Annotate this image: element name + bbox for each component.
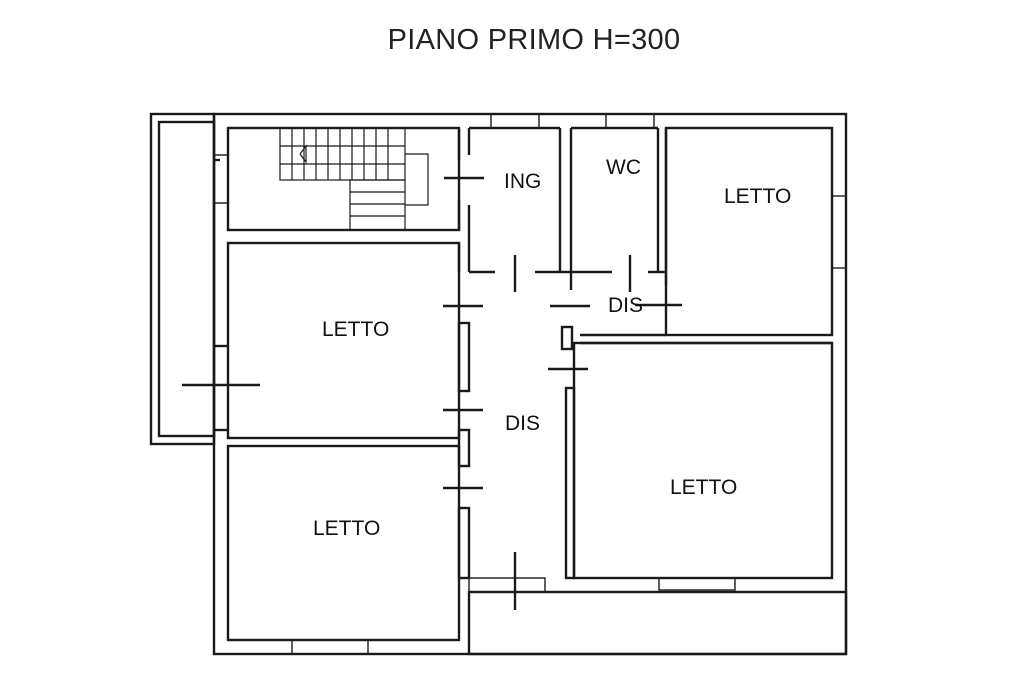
window	[291, 639, 369, 655]
window	[605, 113, 655, 129]
window	[831, 195, 847, 269]
room-label-wc: WC	[606, 156, 641, 179]
window	[213, 154, 229, 204]
bedroom-left-bottom	[226, 444, 461, 642]
balcony-left	[149, 112, 216, 446]
bedroom-right-bottom	[572, 341, 834, 580]
room-label-letto-right-top: LETTO	[724, 185, 791, 208]
room-label-letto-right-bottom: LETTO	[670, 476, 737, 499]
room-label-dis-lower: DIS	[505, 412, 540, 435]
room-label-dis-upper: DIS	[608, 294, 643, 317]
plan-title: PIANO PRIMO H=300	[387, 24, 681, 56]
window	[658, 577, 736, 591]
room-label-letto-left: LETTO	[322, 318, 389, 341]
window	[490, 113, 540, 129]
bedroom-right-top	[664, 126, 834, 337]
stair-room	[226, 126, 461, 232]
balcony-bottom	[467, 590, 848, 656]
balcony-left-inner	[157, 120, 216, 438]
room-label-ing: ING	[504, 170, 541, 193]
room-label-letto-left-bottom: LETTO	[313, 517, 380, 540]
